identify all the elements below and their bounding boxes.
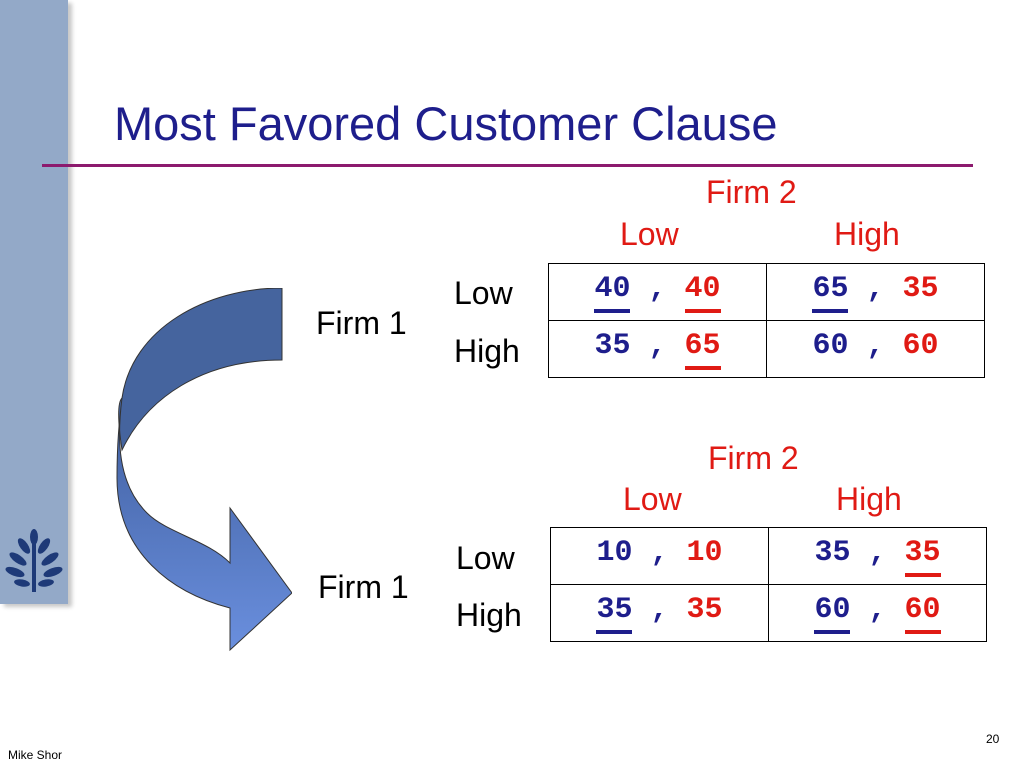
firm-1-payoff: 60	[814, 593, 851, 634]
game-1-column-strategy-high: High	[834, 216, 900, 252]
game-2-column-strategy-low: Low	[623, 481, 682, 517]
game-2-row-strategy-high: High	[456, 597, 522, 633]
firm-2-payoff: 65	[684, 329, 721, 370]
firm-1-payoff: 35	[814, 535, 851, 570]
sidebar-band	[0, 0, 68, 604]
game-2-row-strategy-low: Low	[456, 540, 515, 576]
firm-2-payoff: 35	[904, 536, 941, 577]
game-2-row-player: Firm 1	[318, 569, 409, 605]
page-number: 20	[986, 732, 1000, 746]
game-1-column-strategy-low: Low	[620, 216, 679, 252]
payoff-cell: 35,65	[548, 320, 767, 378]
firm-1-payoff: 65	[812, 272, 849, 313]
payoff-cell: 35,35	[550, 584, 769, 642]
firm-2-payoff: 60	[904, 593, 941, 634]
slide-title: Most Favored Customer Clause	[114, 97, 778, 150]
firm-2-payoff: 60	[902, 328, 939, 363]
firm-2-payoff: 10	[686, 535, 723, 570]
firm-2-payoff: 35	[902, 271, 939, 306]
game-1-row-player: Firm 1	[316, 305, 407, 341]
firm-2-payoff: 40	[684, 272, 721, 313]
payoff-cell: 60,60	[768, 584, 987, 642]
firm-1-payoff: 35	[596, 593, 633, 634]
game-1-row-strategy-high: High	[454, 333, 520, 369]
game-1-row-strategy-low: Low	[454, 275, 513, 311]
firm-1-payoff: 40	[594, 272, 631, 313]
curved-arrow-icon	[116, 288, 292, 652]
game-1-payoff-matrix: 40,40 65,35 35,65 60,60	[548, 263, 985, 378]
game-2-column-strategy-high: High	[836, 481, 902, 517]
payoff-cell: 40,40	[548, 263, 767, 321]
firm-1-payoff: 10	[596, 535, 633, 570]
game-2-column-player: Firm 2	[708, 440, 799, 476]
oak-leaf-logo-icon	[5, 529, 63, 592]
author-footer: Mike Shor	[8, 748, 63, 762]
payoff-cell: 10,10	[550, 527, 769, 585]
game-2-payoff-matrix: 10,10 35,35 35,35 60,60	[550, 527, 987, 642]
firm-2-payoff: 35	[686, 592, 723, 627]
payoff-cell: 60,60	[766, 320, 985, 378]
title-rule	[42, 164, 973, 167]
firm-1-payoff: 35	[594, 328, 631, 363]
firm-1-payoff: 60	[812, 328, 849, 363]
game-1-column-player: Firm 2	[706, 174, 797, 210]
payoff-cell: 35,35	[768, 527, 987, 585]
payoff-cell: 65,35	[766, 263, 985, 321]
